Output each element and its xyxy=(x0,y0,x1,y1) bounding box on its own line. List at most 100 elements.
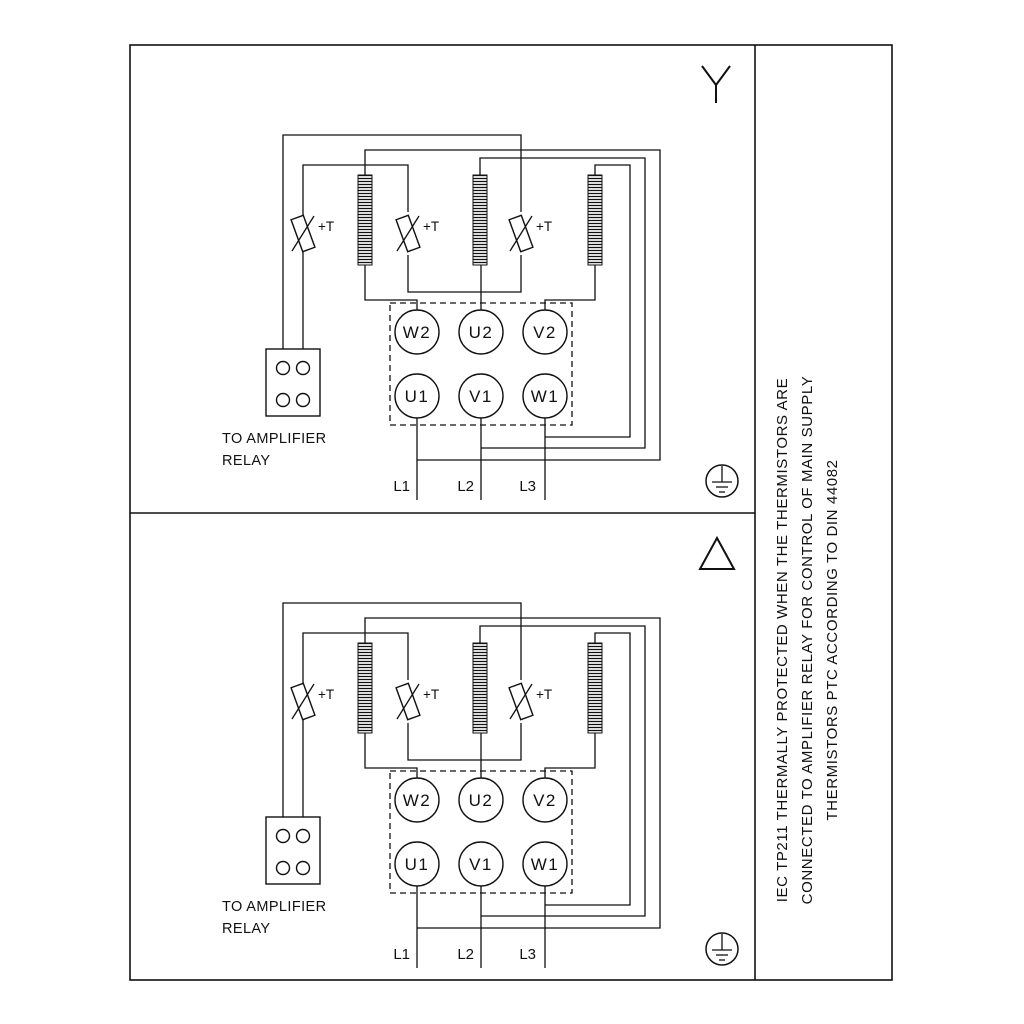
side-note-line1: IEC TP211 THERMALLY PROTECTED WHEN THE T… xyxy=(774,378,791,902)
thermistor-label: +T xyxy=(423,687,439,702)
terminal-w2 xyxy=(394,777,440,823)
star-symbol-icon xyxy=(701,65,731,103)
terminal-label: W1 xyxy=(531,387,560,406)
winding-wiring xyxy=(364,149,661,500)
terminal-label: V1 xyxy=(469,387,493,406)
side-note-line2: CONNECTED TO AMPLIFIER RELAY FOR CONTROL… xyxy=(799,376,816,905)
relay-terminal xyxy=(275,860,291,876)
thermistor-label: +T xyxy=(536,687,552,702)
relay-terminal xyxy=(295,828,311,844)
wire-segment xyxy=(544,265,596,310)
wire-segment xyxy=(407,723,522,761)
terminal-label: W2 xyxy=(403,323,432,342)
terminal-label: U2 xyxy=(469,323,494,342)
wire-segment xyxy=(302,164,409,212)
relay-caption-line1: TO AMPLIFIER xyxy=(222,431,326,447)
terminal-row-top: W2 U2 V2 xyxy=(394,777,568,823)
wire-segment xyxy=(302,632,409,680)
relay-terminal xyxy=(275,828,291,844)
relay-terminal xyxy=(295,392,311,408)
motor-winding xyxy=(587,642,603,734)
delta-symbol-icon xyxy=(698,535,736,570)
terminal-box xyxy=(389,302,573,426)
supply-line-label: L3 xyxy=(519,478,536,495)
terminal-label: V2 xyxy=(533,323,557,342)
motor-windings xyxy=(357,642,603,734)
supply-line-label: L3 xyxy=(519,946,536,963)
terminal-u2 xyxy=(458,777,504,823)
earth-ground-icon xyxy=(705,464,739,498)
terminal-row-top: W2 U2 V2 xyxy=(394,309,568,355)
thermistor-symbol: +T xyxy=(508,214,552,253)
relay-terminal xyxy=(295,860,311,876)
thermistor-symbol: +T xyxy=(290,214,334,253)
terminal-v1 xyxy=(458,373,504,419)
motor-windings xyxy=(357,174,603,266)
winding-wiring xyxy=(364,617,661,968)
relay-terminal xyxy=(275,392,291,408)
thermistor-symbol: +T xyxy=(290,682,334,721)
terminal-u1 xyxy=(394,841,440,887)
side-note-line3: THERMISTORS PTC ACCORDING TO DIN 44082 xyxy=(824,459,841,820)
thermistor-symbol: +T xyxy=(508,682,552,721)
thermistor-label: +T xyxy=(536,219,552,234)
wire-segment xyxy=(545,632,631,906)
relay-box xyxy=(265,816,321,885)
wire-segment xyxy=(479,157,646,449)
relay-terminal xyxy=(295,360,311,376)
wire-segment xyxy=(479,625,646,917)
wire-segment xyxy=(364,149,661,461)
star-panel: +T +T +T W2 U2 V2 U1 V1 W1 xyxy=(222,65,739,500)
terminal-row-bottom: U1 V1 W1 xyxy=(394,841,568,887)
motor-winding xyxy=(587,174,603,266)
relay-box xyxy=(265,348,321,417)
amplifier-relay-connector xyxy=(265,348,321,417)
wire-segment xyxy=(364,265,418,310)
thermistor-label: +T xyxy=(318,219,334,234)
relay-caption-line2: RELAY xyxy=(222,921,270,937)
side-note: IEC TP211 THERMALLY PROTECTED WHEN THE T… xyxy=(774,376,841,905)
terminal-v1 xyxy=(458,841,504,887)
terminal-label: W1 xyxy=(531,855,560,874)
thermistor-label: +T xyxy=(318,687,334,702)
terminal-row-bottom: U1 V1 W1 xyxy=(394,373,568,419)
motor-winding xyxy=(357,642,373,734)
terminal-u2 xyxy=(458,309,504,355)
terminal-w1 xyxy=(522,841,568,887)
thermistor-label: +T xyxy=(423,219,439,234)
supply-line-label: L2 xyxy=(457,478,474,495)
terminal-label: V1 xyxy=(469,855,493,874)
supply-line-label: L1 xyxy=(393,946,410,963)
motor-winding xyxy=(472,174,488,266)
thermistor-symbol: +T xyxy=(395,682,439,721)
wire-segment xyxy=(364,733,418,778)
supply-line-label: L1 xyxy=(393,478,410,495)
wire-segment xyxy=(364,617,661,929)
relay-terminal xyxy=(275,360,291,376)
thermistor-symbol: +T xyxy=(395,214,439,253)
wire-segment xyxy=(545,164,631,438)
motor-winding xyxy=(472,642,488,734)
relay-caption-line2: RELAY xyxy=(222,453,270,469)
wire-segment xyxy=(544,733,596,778)
supply-line-label: L2 xyxy=(457,946,474,963)
motor-winding xyxy=(357,174,373,266)
terminal-v2 xyxy=(522,777,568,823)
wire-segment xyxy=(407,255,522,293)
terminal-w1 xyxy=(522,373,568,419)
terminal-u1 xyxy=(394,373,440,419)
delta-panel: +T +T +T W2 U2 V2 U1 V1 W1 xyxy=(222,535,739,968)
terminal-label: U1 xyxy=(405,387,430,406)
wire-segment xyxy=(282,134,522,368)
terminal-label: U1 xyxy=(405,855,430,874)
terminal-label: W2 xyxy=(403,791,432,810)
terminal-v2 xyxy=(522,309,568,355)
wire-segment xyxy=(282,602,522,836)
terminal-w2 xyxy=(394,309,440,355)
relay-caption-line1: TO AMPLIFIER xyxy=(222,899,326,915)
amplifier-relay-connector xyxy=(265,816,321,885)
terminal-label: U2 xyxy=(469,791,494,810)
terminal-label: V2 xyxy=(533,791,557,810)
terminal-box xyxy=(389,770,573,894)
